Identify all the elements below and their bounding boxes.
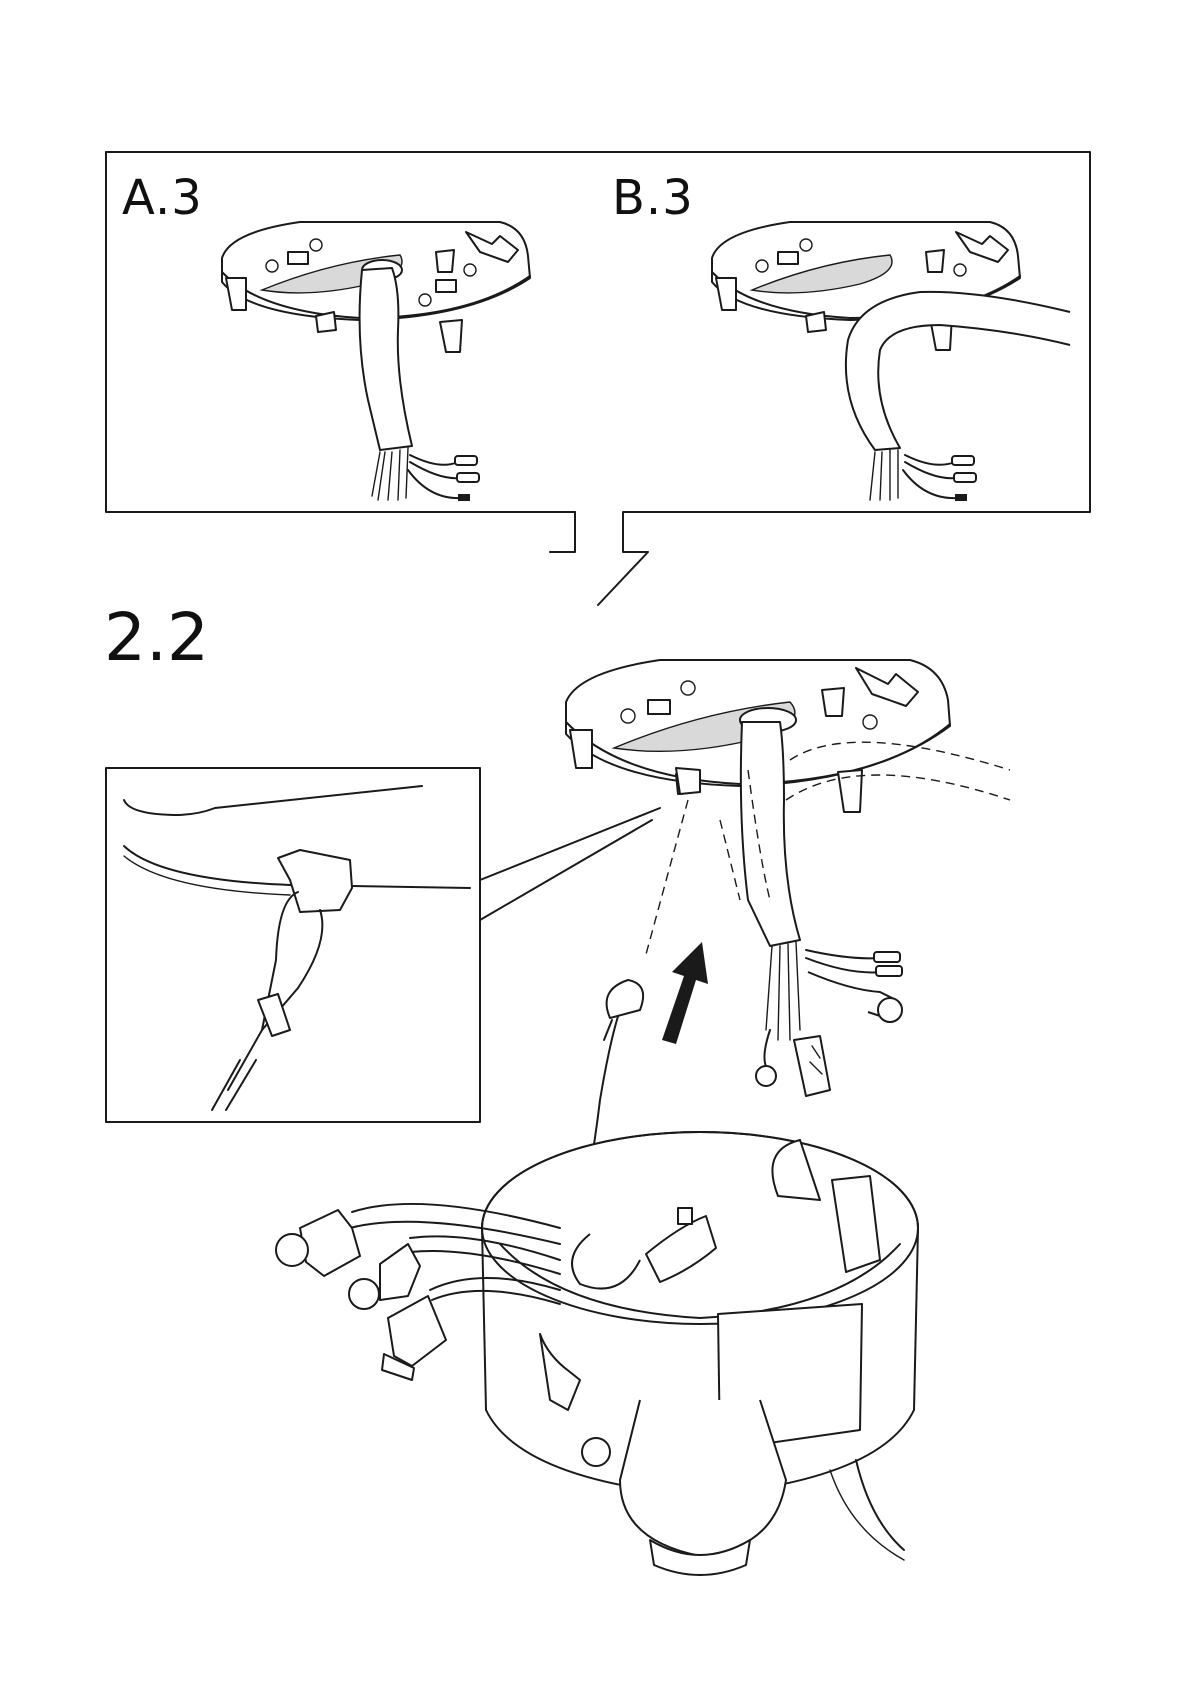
arrow-up-icon [662, 942, 708, 1044]
label-b3: B.3 [612, 170, 694, 226]
label-a3: A.3 [122, 170, 203, 226]
callout-frame [106, 152, 1090, 605]
camera-housing-icon [482, 1132, 918, 1575]
b3-mounting-plate-icon [712, 222, 1070, 501]
a3-mounting-plate-icon [222, 222, 530, 501]
step-label: 2.2 [104, 599, 209, 676]
main-mounting-plate-icon [566, 660, 1010, 1096]
plate-hook-icon [676, 768, 700, 794]
detail-inset [106, 768, 660, 1122]
